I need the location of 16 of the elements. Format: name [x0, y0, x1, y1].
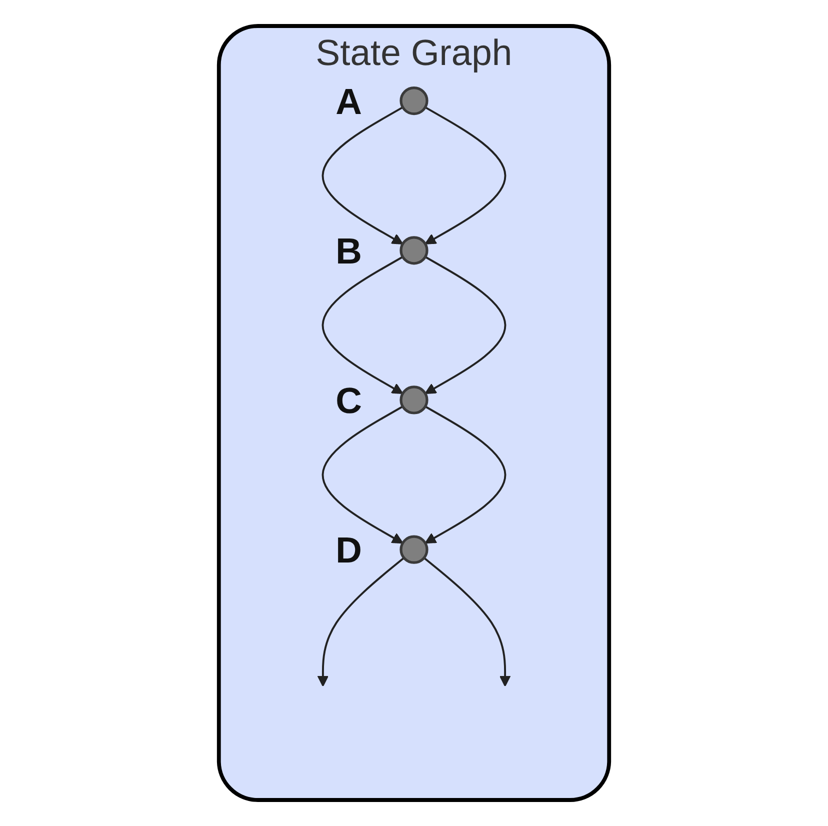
node-circle — [400, 236, 428, 265]
node-circle — [400, 86, 428, 116]
arrow — [317, 557, 405, 687]
arrow — [424, 106, 506, 244]
arrow — [424, 406, 506, 544]
arrow — [322, 256, 404, 394]
node-circle — [400, 535, 428, 564]
state-label: D — [336, 530, 362, 571]
arrow — [424, 256, 506, 394]
node-circle — [400, 386, 428, 414]
arrow — [322, 106, 404, 244]
state-label: B — [336, 230, 362, 272]
arrow — [423, 557, 511, 687]
state-label: A — [336, 80, 362, 122]
state-label: C — [336, 380, 362, 421]
arrow — [322, 406, 404, 544]
